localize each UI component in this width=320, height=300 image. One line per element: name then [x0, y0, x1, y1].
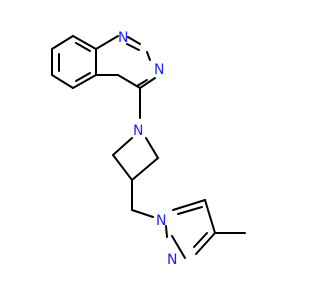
bond — [112, 154, 133, 181]
bond — [72, 74, 97, 89]
bond — [95, 35, 119, 50]
molecule-structure: N N N N N — [51, 30, 246, 268]
molecule-diagram: N N N N N — [51, 30, 246, 268]
double-bond-inner — [75, 72, 91, 82]
atom-n-azetidine: N — [133, 123, 143, 139]
pyrimidine-ring — [95, 35, 156, 89]
double-bond-inner — [126, 43, 140, 51]
bond — [145, 137, 159, 159]
bond — [195, 232, 216, 255]
bond — [171, 235, 186, 259]
bond — [204, 199, 216, 234]
benzo-ring — [51, 35, 97, 89]
bond — [72, 35, 97, 50]
bond — [131, 157, 159, 181]
azetidine-ring — [112, 137, 159, 181]
atom-n-pyrazole-1: N — [156, 213, 166, 229]
bond — [146, 51, 151, 61]
bond — [51, 35, 74, 50]
bond — [127, 36, 141, 45]
bond — [112, 137, 133, 156]
double-bond-inner — [75, 42, 91, 52]
bond-ch2-n — [131, 209, 154, 218]
bond — [139, 77, 156, 89]
pyrazole-ring — [165, 199, 216, 259]
bond — [172, 199, 206, 211]
double-bond-inner — [177, 206, 203, 215]
atom-n-quinazoline-1: N — [118, 30, 128, 46]
bond — [165, 225, 168, 238]
double-bond-inner — [136, 79, 148, 87]
bond — [51, 74, 74, 89]
atom-n-pyrazole-2: N — [167, 252, 177, 268]
double-bond-inner — [193, 232, 208, 248]
atom-n-quinazoline-3: N — [154, 62, 164, 78]
